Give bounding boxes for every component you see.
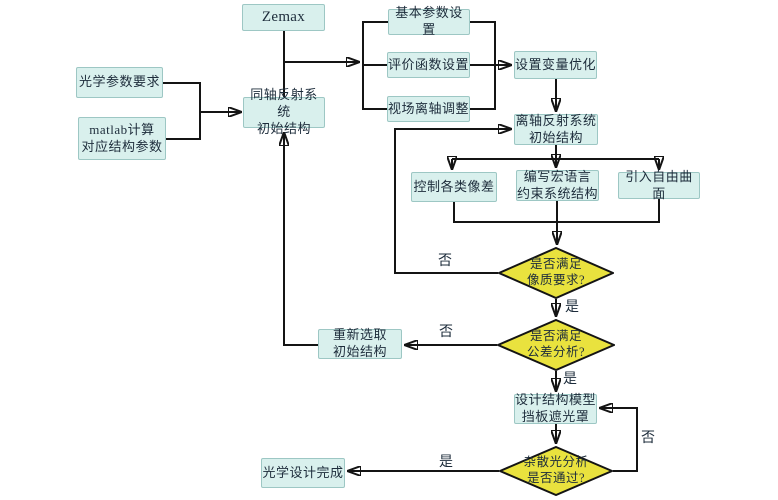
node-field-offaxis-adjustment: 视场离轴调整 (387, 96, 470, 122)
connector-reselect-loop (284, 134, 318, 346)
edge-label-no-tolerance: 否 (439, 325, 453, 340)
connector-settings-left-bracket (362, 21, 389, 110)
connector-inputs-bracket (163, 82, 201, 140)
edge-label-yes-straylight: 是 (439, 455, 453, 470)
node-optical-requirements: 光学参数要求 (76, 67, 163, 98)
node-variable-optimization: 设置变量优化 (514, 51, 597, 79)
decision-tolerance-label: 是否满足 公差分析? (526, 329, 586, 359)
edge-label-yes-tolerance: 是 (563, 372, 577, 387)
node-structure-model: 设计结构模型 挡板遮光罩 (514, 392, 597, 424)
connector-offaxis-fork (452, 145, 659, 160)
decision-image-quality: 是否满足 像质要求? (498, 247, 614, 299)
decision-stray-light: 杂散光分析 是否通过? (499, 446, 613, 496)
node-coaxial-initial-structure: 同轴反射系统 初始结构 (243, 87, 325, 136)
node-aberration-control: 控制各类像差 (411, 172, 497, 202)
node-reselect-initial-structure: 重新选取 初始结构 (318, 327, 402, 359)
decision-stray-light-label: 杂散光分析 是否通过? (523, 455, 589, 485)
node-offaxis-initial-structure: 离轴反射系统 初始结构 (514, 112, 598, 145)
connector-quality-no-loop (394, 129, 510, 274)
diamond-shape (497, 319, 615, 371)
connector-straylight-no-loop (601, 408, 638, 472)
edge-label-no-straylight: 否 (641, 431, 655, 446)
edge-label-yes-quality: 是 (565, 300, 579, 315)
decision-tolerance: 是否满足 公差分析? (497, 319, 615, 371)
node-design-complete: 光学设计完成 (261, 458, 345, 488)
node-matlab-parameters: matlab计算 对应结构参数 (78, 117, 166, 160)
connector-settings-right-bracket (470, 21, 496, 110)
connector-merge-lines (453, 199, 660, 223)
node-zemax: Zemax (242, 4, 325, 31)
edge-label-no-quality: 否 (438, 254, 452, 269)
diamond-shape (498, 247, 614, 299)
decision-image-quality-label: 是否满足 像质要求? (526, 257, 586, 287)
node-macro-constraint: 编写宏语言 约束系统结构 (516, 168, 599, 201)
diamond-shape (499, 446, 613, 496)
node-freeform-surface: 引入自由曲面 (618, 169, 700, 201)
node-basic-parameter-setting: 基本参数设置 (388, 5, 470, 37)
node-merit-function-setting: 评价函数设置 (387, 52, 470, 78)
